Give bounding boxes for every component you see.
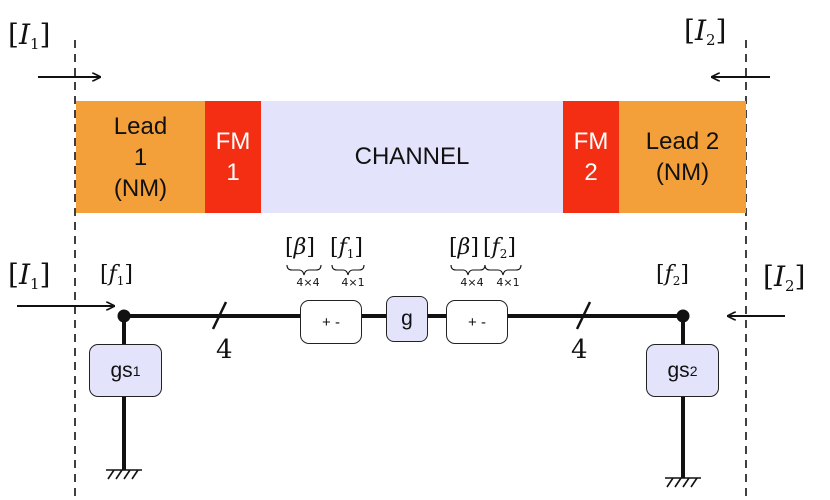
channel-label: CHANNEL <box>354 143 470 170</box>
conductance-g: g <box>386 296 428 342</box>
lead1-label-line3: (NM) <box>113 174 168 202</box>
bus-width-right: 4 <box>571 335 588 365</box>
source-left-f-label: [f1] <box>330 235 363 261</box>
f-sub: 2 <box>499 247 508 261</box>
f-sym: f <box>338 235 347 260</box>
lead1-label-line2: 1 <box>133 143 148 171</box>
node-sym: f <box>108 262 117 287</box>
fm1-label-line2: 1 <box>226 159 240 186</box>
beta-sym: β <box>457 235 471 260</box>
gs-sym: gs <box>667 358 690 382</box>
lead1-layer: Lead 1 (NM) <box>76 101 205 213</box>
current-sub: 2 <box>785 277 795 295</box>
lead1-label-line1: Lead <box>113 112 168 140</box>
current-sub: 1 <box>30 35 40 53</box>
fm1-layer: FM 1 <box>205 101 261 213</box>
source-right: + - <box>446 300 508 344</box>
fm2-label-line1: FM <box>573 128 609 155</box>
current-label-left-mid: [I1] <box>8 258 51 293</box>
source-right-beta-label: [β] <box>449 235 479 260</box>
node-sub: 1 <box>116 274 125 288</box>
source-left-f-dim: 4×1 <box>341 276 365 289</box>
source-left-beta-label: [β] <box>285 235 315 260</box>
source-left: + - <box>300 300 362 344</box>
source-left-beta-dim: 4×4 <box>296 276 320 289</box>
bus-width-left: 4 <box>216 335 233 365</box>
node-sym: f <box>664 262 673 287</box>
current-sym: I <box>18 258 30 291</box>
ground-symbol-left <box>106 469 142 480</box>
source-right-f-label: [f2] <box>483 235 516 261</box>
current-sub: 1 <box>30 275 40 293</box>
gs-sym: gs <box>110 358 133 382</box>
gs-sub: 2 <box>689 362 698 379</box>
lead2-label-line1: Lead 2 <box>645 128 720 155</box>
ground-symbol-right <box>665 477 701 488</box>
f-sub: 1 <box>346 247 355 261</box>
source-right-f-dim: 4×1 <box>496 276 520 289</box>
current-label-left-top: [I1] <box>8 18 51 53</box>
node-label-f1: [f1] <box>100 262 133 288</box>
gs-sub: 1 <box>132 362 141 379</box>
fm2-layer: FM 2 <box>563 101 619 213</box>
node-label-f2: [f2] <box>656 262 689 288</box>
current-sym: I <box>694 14 706 47</box>
lead2-label-line2: (NM) <box>655 159 710 186</box>
fm2-label-line2: 2 <box>584 159 598 186</box>
lead2-layer: Lead 2 (NM) <box>619 101 746 213</box>
current-label-right-mid: [I2] <box>763 260 806 295</box>
beta-sym: β <box>293 235 307 260</box>
bus-slash-left <box>211 301 228 330</box>
underbraces <box>286 264 522 276</box>
current-sym: I <box>773 260 785 293</box>
fm1-label-line1: FM <box>215 128 251 155</box>
channel-layer: CHANNEL <box>261 101 563 213</box>
f-sym: f <box>491 235 500 260</box>
bus-slash-right <box>575 301 592 330</box>
current-sub: 2 <box>706 31 716 49</box>
current-sym: I <box>18 18 30 51</box>
node-sub: 2 <box>672 274 681 288</box>
current-label-right-top: [I2] <box>684 14 727 49</box>
source-right-beta-dim: 4×4 <box>460 276 484 289</box>
